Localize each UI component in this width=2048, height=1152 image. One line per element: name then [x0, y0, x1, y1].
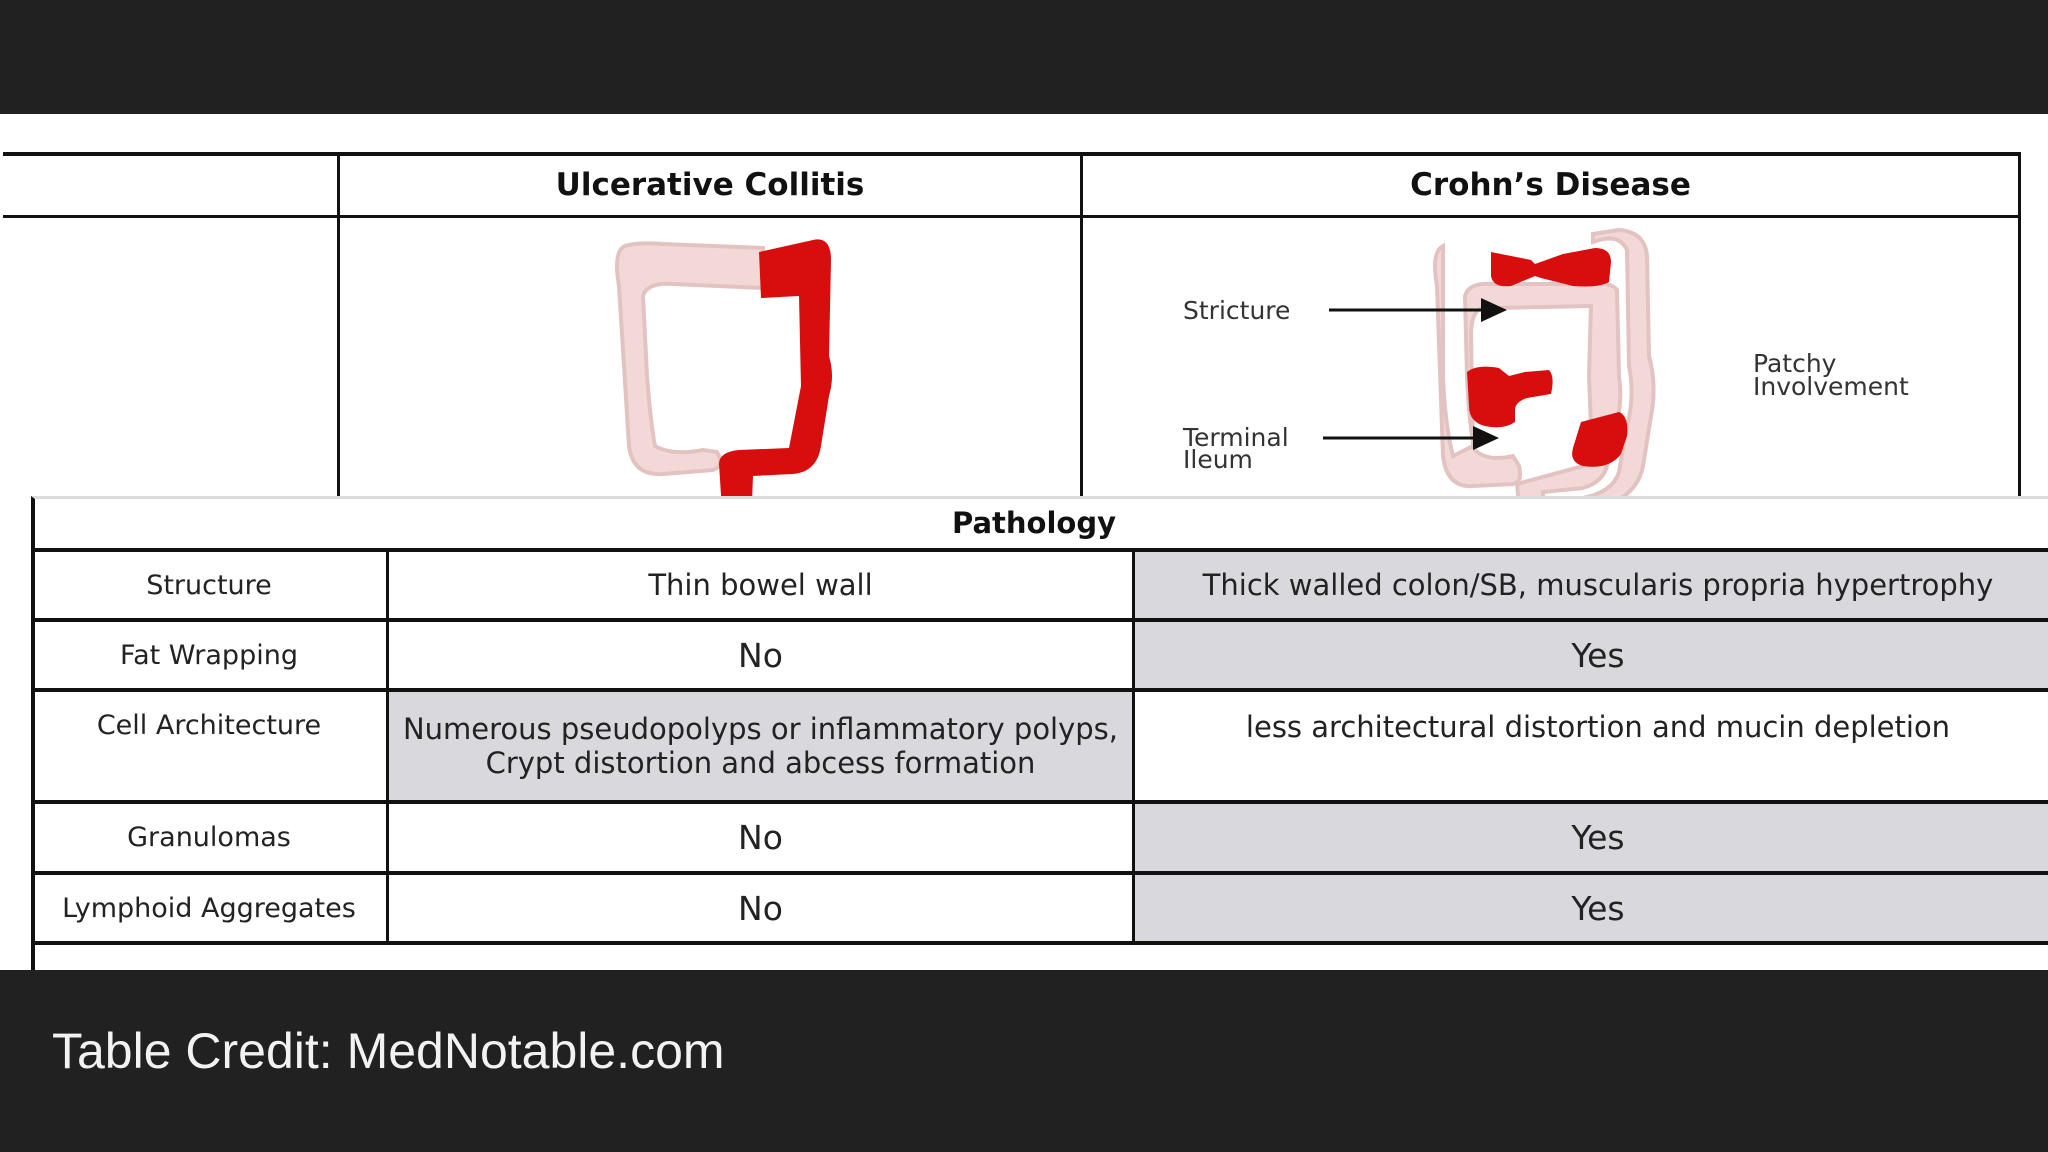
- crohns-structure: Thick walled colon/SB, muscularis propri…: [1132, 552, 2048, 618]
- table-divider: [1080, 156, 1083, 532]
- crohns-cell-architecture: less architectural distortion and mucin …: [1132, 692, 2048, 800]
- healthy-colon-segment: [615, 241, 765, 477]
- pathology-table: Pathology Structure Thin bowel wall Thic…: [31, 496, 2048, 970]
- row-label-structure: Structure: [146, 569, 272, 601]
- uc-lymphoid-aggregates: No: [386, 875, 1132, 941]
- comparison-header-table: Ulcerative Collitis Crohn’s Disease: [3, 152, 2021, 532]
- uc-colon-diagram: [615, 239, 832, 526]
- row-label-granulomas: Granulomas: [127, 822, 291, 853]
- stricture-label: Stricture: [1183, 296, 1291, 325]
- annotation-arrows: [1323, 298, 1507, 450]
- table-row: Fat Wrapping No Yes: [35, 618, 2048, 688]
- crohns-lymphoid-aggregates: Yes: [1132, 875, 2048, 941]
- uc-granulomas: No: [386, 804, 1132, 871]
- stricture-arrow-head: [1481, 298, 1507, 322]
- table-row: Granulomas No Yes: [35, 800, 2048, 871]
- table-bottom-border: [35, 941, 2048, 945]
- ileum-arrow-head: [1473, 426, 1499, 450]
- patchy-lesion: [1572, 412, 1628, 467]
- slide-content: Ulcerative Collitis Crohn’s Disease: [0, 114, 2048, 970]
- uc-fat-wrapping: No: [386, 622, 1132, 688]
- pathology-title: Pathology: [951, 506, 1116, 540]
- column-header-crohns: Crohn’s Disease: [1410, 167, 1691, 203]
- uc-structure: Thin bowel wall: [386, 552, 1132, 618]
- terminal-ileum-label-line2: Ileum: [1183, 445, 1253, 474]
- table-divider: [337, 156, 340, 532]
- stricture-lesion: [1491, 248, 1611, 287]
- column-header-uc: Ulcerative Collitis: [555, 167, 865, 203]
- table-credit: Table Credit: MedNotable.com: [52, 1023, 725, 1079]
- patchy-involvement-label-line2: Involvement: [1753, 372, 1909, 401]
- terminal-ileum-label-line1: Terminal: [1183, 423, 1289, 452]
- row-label-cell-architecture: Cell Architecture: [96, 710, 322, 741]
- patchy-involvement-label-line1: Patchy: [1753, 349, 1837, 378]
- row-label-fat-wrapping: Fat Wrapping: [120, 639, 298, 671]
- diseased-colon-segment: [719, 239, 832, 526]
- uc-cell-architecture: Numerous pseudopolyps or inflammatory po…: [386, 692, 1132, 800]
- table-row: Cell Architecture Numerous pseudopolyps …: [35, 688, 2048, 800]
- crohns-granulomas: Yes: [1132, 804, 2048, 871]
- table-row: Lymphoid Aggregates No Yes: [35, 871, 2048, 941]
- table-row: Structure Thin bowel wall Thick walled c…: [35, 548, 2048, 618]
- table-divider: [3, 215, 2018, 218]
- uc-cell-architecture-line2: Crypt distortion and abcess formation: [485, 746, 1036, 780]
- crohns-colon-diagram: [1433, 227, 1656, 528]
- terminal-ileum-lesion: [1467, 366, 1553, 428]
- row-label-lymphoid-aggregates: Lymphoid Aggregates: [62, 892, 356, 924]
- uc-cell-architecture-line1: Numerous pseudopolyps or inflammatory po…: [402, 712, 1119, 746]
- crohns-fat-wrapping: Yes: [1132, 622, 2048, 688]
